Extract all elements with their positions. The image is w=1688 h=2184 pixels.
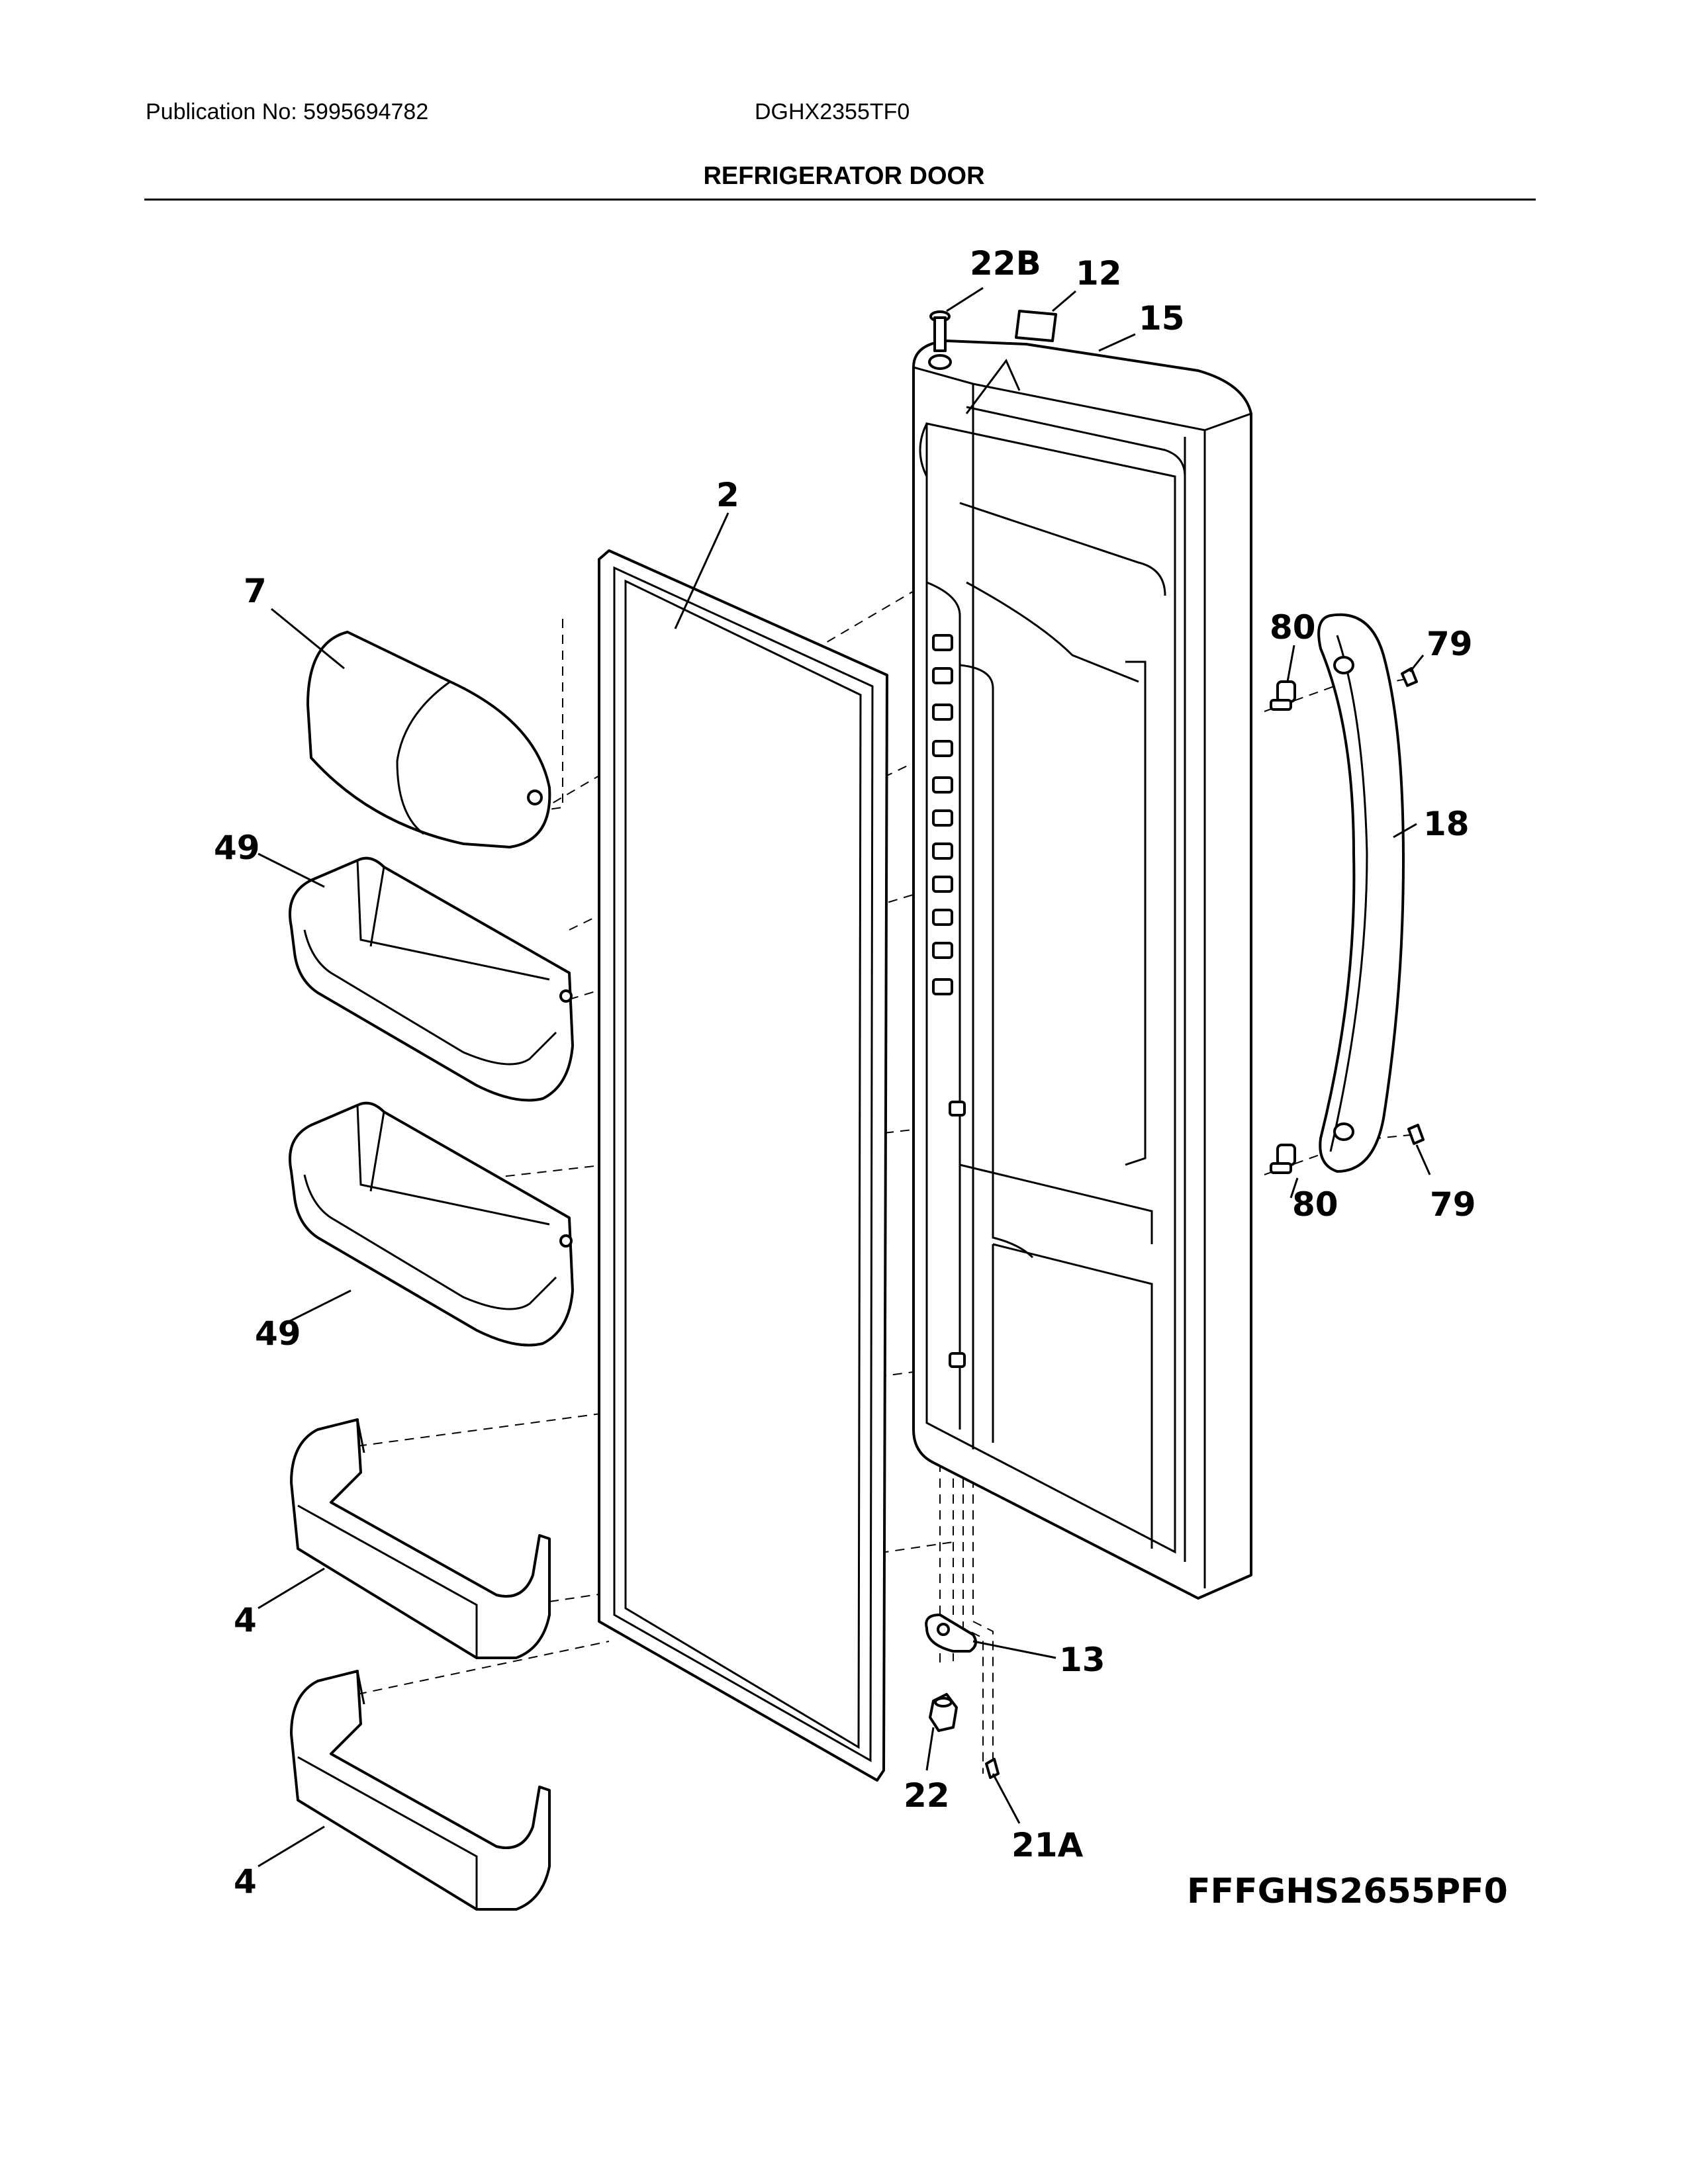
door-bin-part-4-lower	[290, 1670, 551, 1911]
label-plate-part-12	[1015, 310, 1057, 342]
shelf-support-tabs	[932, 634, 966, 1368]
callout-18: 18	[1423, 805, 1470, 843]
door-gasket-part-2	[598, 549, 888, 1782]
hinge-bushing-part-22	[929, 1693, 958, 1732]
callout-labels: 22B 12 15 2 7 80 79 18 49 80 79 49 4 13 …	[214, 244, 1476, 1901]
callout-80-upper: 80	[1270, 608, 1316, 647]
figure-code: FFFGHS2655PF0	[1187, 1872, 1508, 1911]
screw-part-79-lower	[1407, 1124, 1425, 1145]
screw-part-21a	[985, 1758, 1000, 1779]
handle-stud-part-80-lower	[1270, 1144, 1296, 1174]
callout-4-lower: 4	[234, 1862, 257, 1901]
hinge-pin-part-22b	[929, 310, 951, 352]
callout-49-lower: 49	[255, 1314, 301, 1353]
callout-12: 12	[1076, 254, 1122, 293]
door-bin-part-49-lower	[289, 1101, 574, 1347]
callout-80-lower: 80	[1292, 1185, 1338, 1224]
screw-part-79-upper	[1401, 667, 1418, 687]
callout-49-upper: 49	[214, 829, 260, 867]
dairy-bin-cover-part-7	[306, 631, 551, 848]
callout-4-upper: 4	[234, 1601, 257, 1639]
header-rule	[144, 199, 1536, 201]
handle-stud-part-80-upper	[1270, 680, 1296, 711]
callout-22b: 22B	[970, 244, 1041, 283]
callout-2: 2	[716, 476, 739, 514]
callout-79-upper: 79	[1427, 625, 1473, 663]
callout-15: 15	[1139, 299, 1185, 338]
page-title: REFRIGERATOR DOOR	[703, 162, 985, 190]
callout-79-lower: 79	[1430, 1185, 1476, 1224]
door-bin-part-4-upper	[290, 1418, 551, 1659]
door-bin-part-49-upper	[289, 856, 574, 1102]
callout-21a: 21A	[1011, 1826, 1084, 1864]
publication-number: Publication No: 5995694782	[146, 99, 429, 124]
leader-lines	[258, 287, 1431, 1868]
callout-22: 22	[904, 1776, 950, 1815]
refrigerator-door-liner	[912, 340, 1252, 1600]
callout-7: 7	[244, 572, 267, 610]
model-number: DGHX2355TF0	[755, 99, 910, 124]
callout-13: 13	[1059, 1641, 1105, 1679]
hinge-bracket-part-13	[925, 1614, 977, 1653]
door-handle-part-18	[1317, 613, 1405, 1173]
